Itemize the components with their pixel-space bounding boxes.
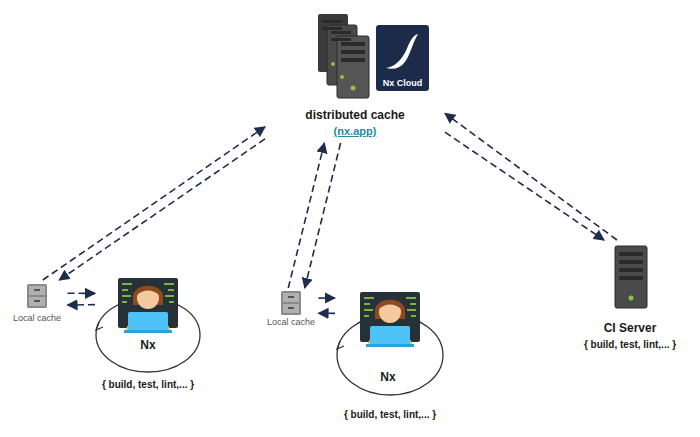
task-list: { build, test, lint,... } bbox=[334, 409, 446, 421]
dashed-arrow bbox=[319, 312, 336, 314]
server-stack bbox=[318, 14, 369, 98]
node-label: Local cache bbox=[264, 317, 319, 328]
ci-server: CI Server { build, test, lint,... } bbox=[565, 240, 695, 352]
node-title: CI Server bbox=[565, 321, 695, 335]
link-text: (nx.app) bbox=[265, 125, 445, 138]
node-label: Local cache bbox=[10, 313, 65, 324]
task-list: { build, test, lint,... } bbox=[565, 339, 695, 351]
dashed-arrow bbox=[445, 113, 617, 240]
nx-loop: Nx{ build, test, lint,... } bbox=[335, 287, 447, 397]
dashed-arrow bbox=[43, 127, 265, 280]
cabinet-icon bbox=[27, 284, 47, 308]
local-cache: Local cache bbox=[264, 288, 319, 330]
cache-server: distributed cache (nx.app) bbox=[265, 8, 445, 143]
node-title: Nx bbox=[93, 338, 203, 352]
dashed-arrow bbox=[319, 297, 336, 299]
local-cache: Local cache bbox=[13, 280, 68, 324]
logo-text: Nx Cloud bbox=[376, 78, 429, 89]
nx-cloud-logo bbox=[376, 25, 429, 91]
node-title: Nx bbox=[332, 370, 444, 384]
dashed-arrow bbox=[305, 143, 341, 288]
dashed-arrow bbox=[288, 143, 324, 288]
dashed-arrow bbox=[68, 292, 96, 294]
nx-loop: Nx{ build, test, lint,... } bbox=[95, 272, 205, 374]
task-list: { build, test, lint,... } bbox=[93, 379, 203, 391]
dashed-arrow bbox=[68, 304, 96, 306]
cabinet-icon bbox=[281, 291, 301, 315]
dashed-arrow bbox=[445, 132, 604, 240]
developer-loop bbox=[96, 278, 200, 372]
ci-server-icon bbox=[615, 246, 647, 308]
node-title: distributed cache bbox=[265, 108, 445, 122]
dashed-arrow bbox=[59, 139, 265, 280]
